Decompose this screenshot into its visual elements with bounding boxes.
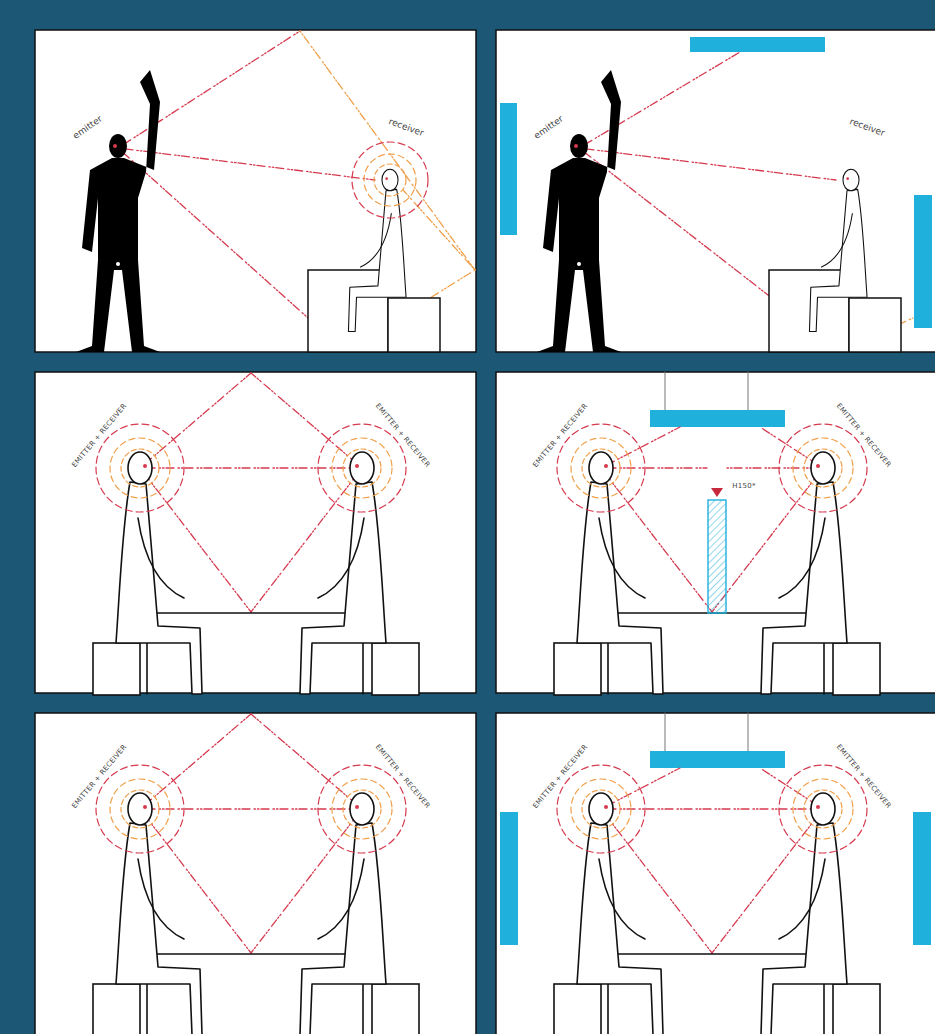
divider-screen — [708, 500, 726, 613]
panel — [35, 30, 476, 352]
panel — [35, 372, 476, 695]
panel — [496, 372, 935, 695]
panel — [35, 713, 476, 1034]
panel — [496, 30, 935, 352]
panel — [496, 713, 935, 1034]
figure-label: H150* — [731, 483, 757, 491]
height-marker — [711, 488, 723, 497]
